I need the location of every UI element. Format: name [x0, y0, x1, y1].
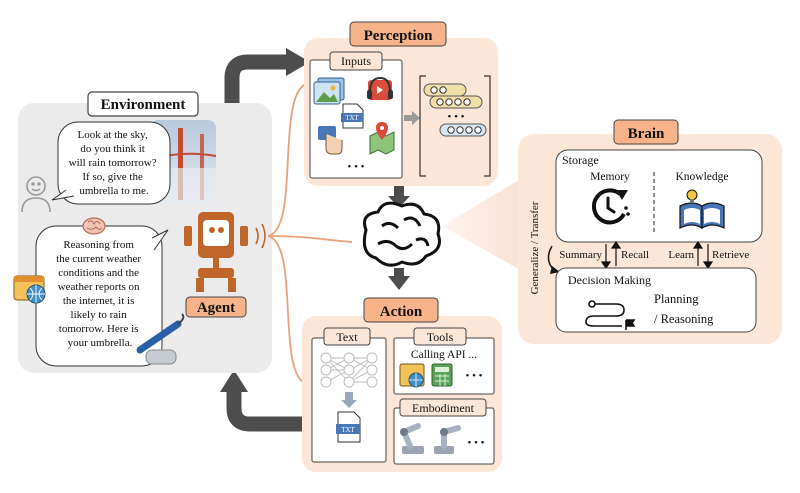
agent-connectors — [267, 83, 353, 385]
action-title: Action — [380, 304, 423, 320]
perception-txt-label: TXT — [345, 114, 359, 122]
action-panel: Action Text TXT Tools Calling API ... — [302, 297, 502, 472]
reasoning-label: / Reasoning — [654, 312, 714, 326]
human-speech-bubble: Look at the sky, do you think it will ra… — [51, 121, 171, 205]
svg-text:• • •: • • • — [447, 111, 464, 123]
summary-recall-arrows — [600, 240, 622, 270]
memory-clock-icon — [591, 188, 630, 225]
learn-label: Learn — [668, 249, 694, 261]
signal-arc-2 — [261, 223, 266, 249]
human-bubble-line-4: If so, give the — [82, 171, 143, 183]
agent-bubble-line-4: weather reports on — [58, 281, 140, 293]
brain-icon — [362, 201, 441, 267]
calling-api-label: Calling API ... — [411, 349, 477, 361]
human-icon — [21, 176, 51, 213]
environment-title: Environment — [101, 97, 186, 113]
agent-label: Agent — [197, 300, 235, 316]
perception-title: Perception — [364, 28, 434, 44]
summary-label: Summary — [559, 249, 602, 261]
tools-label: Tools — [427, 330, 454, 344]
svg-text:Look at the sky, do yo: Look at the sky, do you think it will ra… — [69, 129, 160, 197]
human-bubble-line-5: umbrella to me. — [79, 185, 149, 197]
human-bubble-line-2: do you think it — [80, 143, 144, 155]
memory-label: Memory — [590, 171, 630, 183]
agent-bubble-line-8: your umbrella. — [68, 337, 133, 349]
image-file-icon — [313, 77, 345, 105]
action-text-file-icon: TXT — [336, 411, 361, 443]
agent-bubble-line-5: the internet, it is — [63, 295, 134, 307]
tools-browser-icon — [399, 363, 425, 388]
robot-arm-icon — [400, 423, 461, 454]
embodiment-ellipsis: • • • — [467, 437, 484, 449]
tools-ellipsis: • • • — [465, 370, 482, 382]
small-brain-icon — [82, 217, 106, 235]
perception-panel: Perception Inputs TXT — [304, 21, 498, 186]
touch-video-icon — [318, 126, 343, 155]
svg-text:Reasoning from the cur: Reasoning from the current weather condi… — [56, 239, 144, 349]
planning-label: Planning — [654, 292, 699, 306]
storage-label: Storage — [562, 153, 599, 167]
text-output-arrow — [341, 392, 357, 408]
signal-arc-1 — [255, 227, 259, 245]
web-browser-icon — [13, 275, 46, 304]
inputs-label: Inputs — [341, 54, 371, 68]
brain-title: Brain — [628, 126, 665, 142]
agent-bubble-line-6: likely to rain — [71, 309, 128, 321]
text-file-icon: TXT — [341, 103, 364, 129]
learn-retrieve-arrows — [692, 240, 714, 270]
agent-bubble-line-1: Reasoning from — [63, 239, 134, 251]
knowledge-label: Knowledge — [675, 171, 728, 183]
flow-arrow-perception-to-brain — [388, 186, 410, 208]
agent-robot-icon — [184, 212, 248, 292]
inputs-ellipsis: • • • — [347, 161, 364, 173]
calculator-icon — [431, 363, 453, 387]
map-location-icon — [369, 122, 395, 155]
encode-arrow — [404, 111, 420, 125]
neural-network-icon — [320, 352, 378, 388]
recall-label: Recall — [621, 249, 649, 261]
brain-panel: Brain Storage Memory Knowledge — [518, 119, 782, 344]
agent-bubble-line-2: the current weather — [56, 253, 141, 265]
flow-arrow-env-to-perception — [224, 48, 310, 108]
generalize-transfer-label: Generalize / Transfer — [529, 201, 541, 294]
knowledge-book-icon — [679, 189, 725, 230]
retrieve-label: Retrieve — [712, 249, 749, 261]
human-bubble-line-3: will rain tomorrow? — [69, 157, 157, 169]
agent-bubble-line-7: tomorrow. Here is — [59, 323, 139, 335]
embedding-vectors: • • • — [419, 75, 491, 177]
agent-bubble-line-3: conditions and the — [58, 267, 139, 279]
human-bubble-line-1: Look at the sky, — [78, 129, 148, 141]
flow-arrow-action-to-env — [220, 370, 302, 432]
audio-headphones-icon — [367, 76, 393, 100]
decision-making-label: Decision Making — [568, 273, 651, 287]
agent-badge: Agent — [185, 296, 247, 318]
planning-path-icon — [585, 300, 636, 330]
umbrella-icon — [136, 313, 185, 365]
action-txt-label: TXT — [341, 426, 355, 434]
flow-arrow-brain-to-action — [388, 268, 410, 290]
embodiment-label: Embodiment — [412, 401, 475, 415]
action-text-label: Text — [336, 330, 358, 344]
